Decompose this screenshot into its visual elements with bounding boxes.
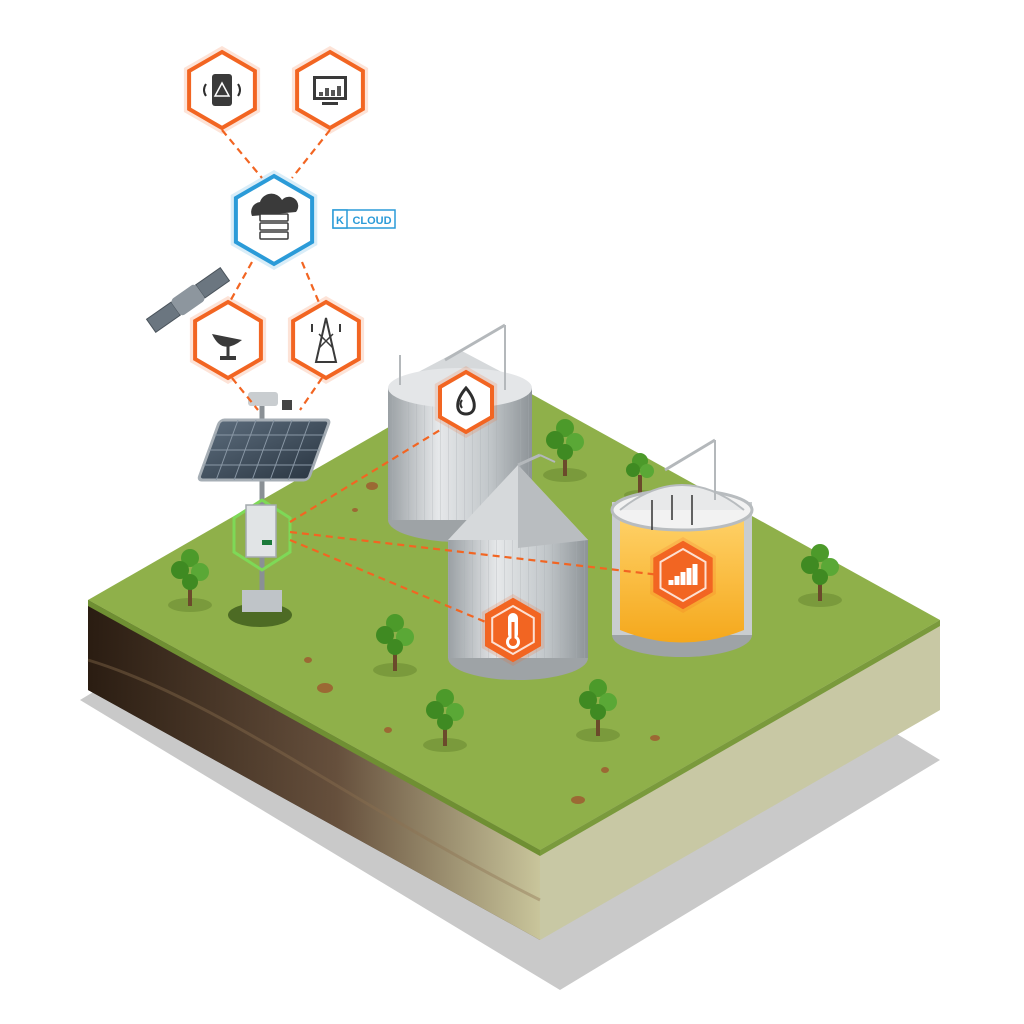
cloud-server-icon bbox=[251, 193, 299, 240]
tree bbox=[373, 614, 417, 677]
kcloud-badge: K CLOUD bbox=[332, 209, 396, 229]
signal-bars-icon bbox=[668, 564, 698, 585]
cell-tower-node bbox=[287, 296, 365, 384]
monitoring-station bbox=[197, 392, 331, 627]
satellite-dish-icon bbox=[212, 334, 242, 360]
tree bbox=[423, 689, 467, 752]
monitor-chart-icon bbox=[313, 76, 347, 105]
tree bbox=[798, 544, 842, 607]
monitor-dashboard-node bbox=[291, 46, 369, 134]
kcloud-word: CLOUD bbox=[352, 215, 391, 227]
satellite bbox=[145, 266, 231, 334]
mobile-alert-icon bbox=[203, 74, 241, 106]
tree bbox=[168, 549, 212, 612]
kcloud-letter: K bbox=[336, 215, 344, 227]
solar-panel bbox=[197, 418, 331, 482]
cell-tower-icon bbox=[311, 317, 341, 363]
water-drop-icon bbox=[456, 385, 476, 416]
soil-block bbox=[87, 600, 940, 940]
dirt-spots bbox=[304, 482, 660, 804]
satellite-dish-node bbox=[189, 296, 267, 384]
level-sensor-node bbox=[650, 537, 716, 613]
temperature-sensor-node bbox=[481, 594, 545, 666]
connection-lines bbox=[221, 129, 661, 630]
mobile-alert-node bbox=[183, 46, 261, 134]
tree bbox=[576, 679, 620, 742]
trees bbox=[168, 419, 842, 752]
kcloud-server-node bbox=[230, 170, 318, 270]
tree bbox=[543, 419, 587, 482]
moisture-sensor-node bbox=[434, 366, 498, 438]
controller-box-icon bbox=[232, 498, 292, 572]
thermometer-icon bbox=[506, 613, 520, 649]
